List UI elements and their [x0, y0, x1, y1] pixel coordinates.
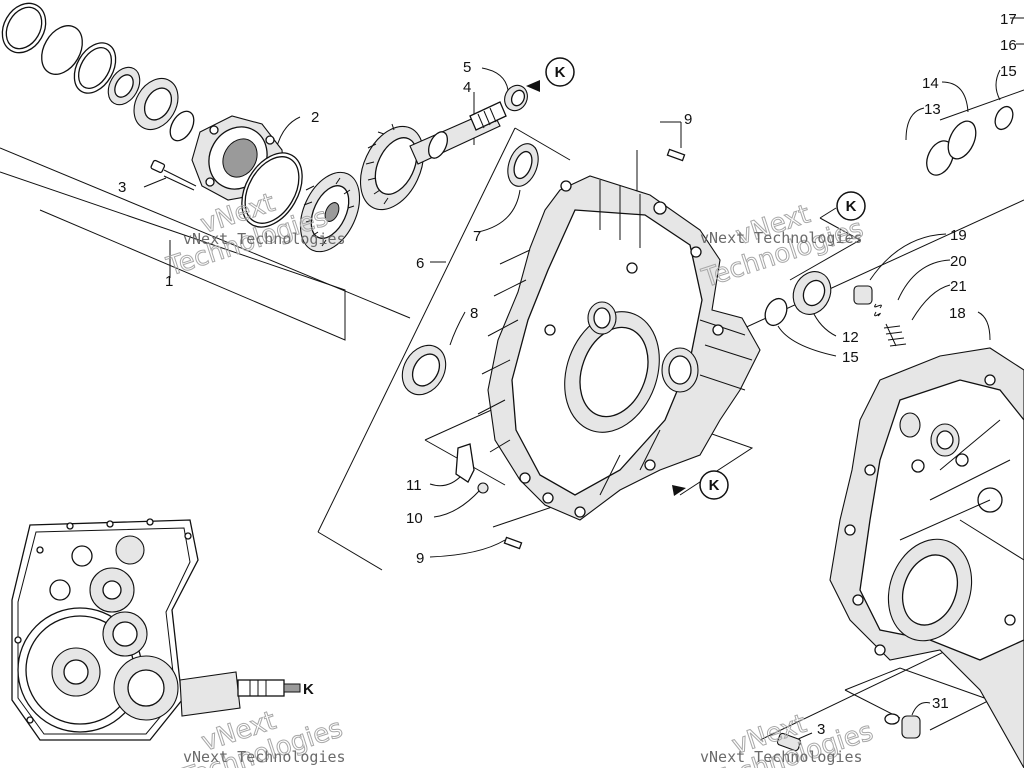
- bolt-3-upper: [150, 159, 197, 191]
- reference-k-label: K: [709, 477, 720, 494]
- right-case-half: [829, 347, 1024, 768]
- plug-31-and-bolt-3: [776, 713, 921, 752]
- callout-9: 9: [416, 550, 424, 567]
- callout-21: 21: [950, 278, 967, 295]
- callout-18: 18: [949, 305, 966, 322]
- callout-13: 13: [924, 101, 941, 118]
- reference-mark-k-top: K: [526, 57, 575, 92]
- gearcase-half: [477, 175, 761, 521]
- callout-11: 11: [406, 477, 422, 494]
- snap-rings-13-14-15: [926, 105, 1014, 176]
- bevel-gear: [299, 171, 361, 253]
- seal-7: [507, 143, 539, 187]
- watermark-caption: vNext Technologies: [183, 230, 346, 248]
- o-ring-2: [241, 152, 303, 228]
- callout-19: 19: [950, 227, 967, 244]
- watermark-caption: vNext Technologies: [183, 748, 346, 766]
- callout-12: 12: [842, 329, 859, 346]
- callout-2: 2: [311, 109, 319, 126]
- reference-k-label: K: [846, 198, 857, 215]
- bearing-12: [764, 271, 832, 327]
- callout-3: 3: [118, 179, 126, 196]
- seal-8: [401, 344, 447, 396]
- callout-1: 1: [165, 273, 173, 290]
- callout-20: 20: [950, 253, 967, 270]
- callout-31: 31: [932, 695, 949, 712]
- reference-mark-k-bottom: K: [672, 470, 729, 500]
- callout-6: 6: [416, 255, 424, 272]
- watermark-caption: vNext Technologies: [700, 229, 863, 247]
- reference-mark-k-right: K: [836, 191, 866, 221]
- plunger-spring-19-20-21: [853, 285, 907, 347]
- callout-numbers: 1 2 3 3 4 5 6 7 8 9 9 10 11 12 13 14 15 …: [118, 11, 1017, 738]
- callout-5: 5: [463, 59, 471, 76]
- callout-17: 17: [1000, 11, 1017, 28]
- callout-9: 9: [684, 111, 692, 128]
- reference-mark-k-assembled: K: [303, 681, 314, 698]
- reference-k-label: K: [303, 681, 314, 698]
- callout-15: 15: [1000, 63, 1017, 80]
- callout-8: 8: [470, 305, 478, 322]
- callout-16: 16: [1000, 37, 1017, 54]
- callout-15: 15: [842, 349, 859, 366]
- callout-7: 7: [473, 228, 481, 245]
- reference-k-label: K: [555, 64, 566, 81]
- callout-4: 4: [463, 79, 471, 96]
- retaining-rings-group: [1, 2, 195, 142]
- callout-10: 10: [406, 510, 423, 527]
- clip-11-and-bolt-10: [455, 443, 489, 494]
- bearing-5: [504, 84, 528, 112]
- dowel-pins-9: [503, 148, 686, 550]
- pinion-shaft-4: [359, 101, 507, 211]
- callout-3: 3: [817, 721, 825, 738]
- assembled-gearcase-view: [11, 518, 301, 741]
- callout-14: 14: [922, 75, 939, 92]
- watermark-caption: vNext Technologies: [700, 748, 863, 766]
